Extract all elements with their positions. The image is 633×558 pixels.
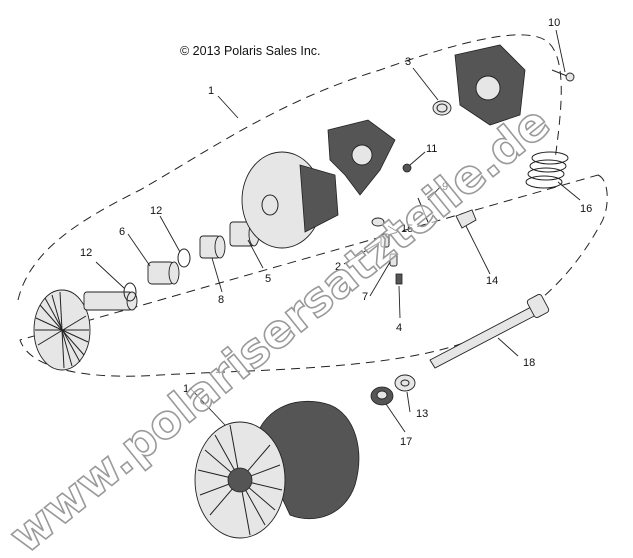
bushing-3 xyxy=(432,100,452,116)
sheave-with-post xyxy=(33,289,138,371)
callout-5: 5 xyxy=(265,273,271,285)
cam-spider xyxy=(327,119,396,196)
callout-16: 16 xyxy=(580,203,592,215)
roller-11 xyxy=(402,163,412,173)
shaft-bolt-18 xyxy=(429,294,550,369)
nut-17 xyxy=(370,386,394,406)
washer-13 xyxy=(394,374,416,392)
callout-11: 11 xyxy=(426,143,437,155)
spring-16 xyxy=(525,151,569,189)
callout-1-lower: 1 xyxy=(183,383,189,395)
clutch-assembly-lower xyxy=(194,400,360,539)
cover-plate xyxy=(454,44,526,126)
leader-lines xyxy=(95,29,581,433)
pin-9 xyxy=(417,197,429,223)
clip-4 xyxy=(395,273,403,285)
callout-2: 2 xyxy=(335,261,341,273)
washer-12-left xyxy=(123,282,137,302)
assembly-outline xyxy=(17,34,608,377)
copyright-text: © 2013 Polaris Sales Inc. xyxy=(180,44,321,58)
callout-7: 7 xyxy=(362,291,368,303)
callout-9: 9 xyxy=(442,181,448,193)
callout-3: 3 xyxy=(405,56,411,68)
callout-15: 15 xyxy=(401,223,413,235)
roller-2 xyxy=(380,233,390,248)
callout-13: 13 xyxy=(416,408,428,420)
bushing-8 xyxy=(199,235,226,259)
moveable-sheave xyxy=(241,151,339,249)
bushing-6 xyxy=(147,261,180,285)
callout-8: 8 xyxy=(218,294,224,306)
callout-18: 18 xyxy=(523,357,535,369)
callout-17: 17 xyxy=(400,436,412,448)
callout-labels: 1 1 2 3 4 5 6 7 8 9 10 11 12 12 13 14 15… xyxy=(80,17,592,448)
callout-10: 10 xyxy=(548,17,560,29)
pin-7 xyxy=(389,253,398,267)
callout-12-right: 12 xyxy=(150,205,162,217)
washer-12-right xyxy=(177,248,191,268)
callout-1-upper: 1 xyxy=(208,85,214,97)
callout-12-left: 12 xyxy=(80,247,92,259)
callout-6: 6 xyxy=(119,226,125,238)
weight-14 xyxy=(455,209,477,229)
callout-14: 14 xyxy=(486,275,498,287)
callout-4: 4 xyxy=(396,322,402,334)
button-15 xyxy=(371,217,385,227)
bolt-10 xyxy=(551,69,575,82)
